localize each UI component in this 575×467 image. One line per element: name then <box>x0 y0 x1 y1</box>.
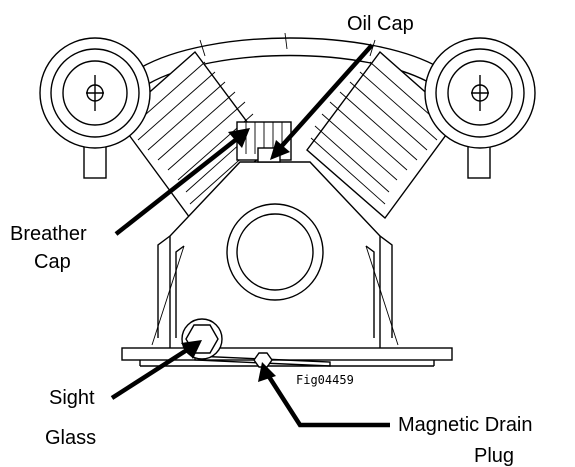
breather-cap-arrow <box>114 128 250 236</box>
magnetic-drain-label-line2: Plug <box>474 445 514 467</box>
right-cylinder <box>306 50 458 220</box>
left-air-filter <box>39 37 151 179</box>
breather-cap-label-line2: Cap <box>34 251 71 273</box>
sight-glass-label-line2: Glass <box>45 427 96 449</box>
magnetic-drain-plug <box>253 352 273 368</box>
right-air-filter <box>424 37 536 179</box>
sight-glass <box>181 318 223 360</box>
oil-cap-label: Oil Cap <box>347 13 414 35</box>
sight-glass-arrow <box>110 340 202 400</box>
drain-plug-arrow <box>258 362 390 428</box>
breather-cap-label-line1: Breather <box>10 223 87 245</box>
figure-id-label: Fig04459 <box>296 373 354 387</box>
oil-cap-arrow <box>270 43 374 160</box>
sight-glass-label-line1: Sight <box>49 387 95 409</box>
magnetic-drain-label-line1: Magnetic Drain <box>398 414 533 436</box>
